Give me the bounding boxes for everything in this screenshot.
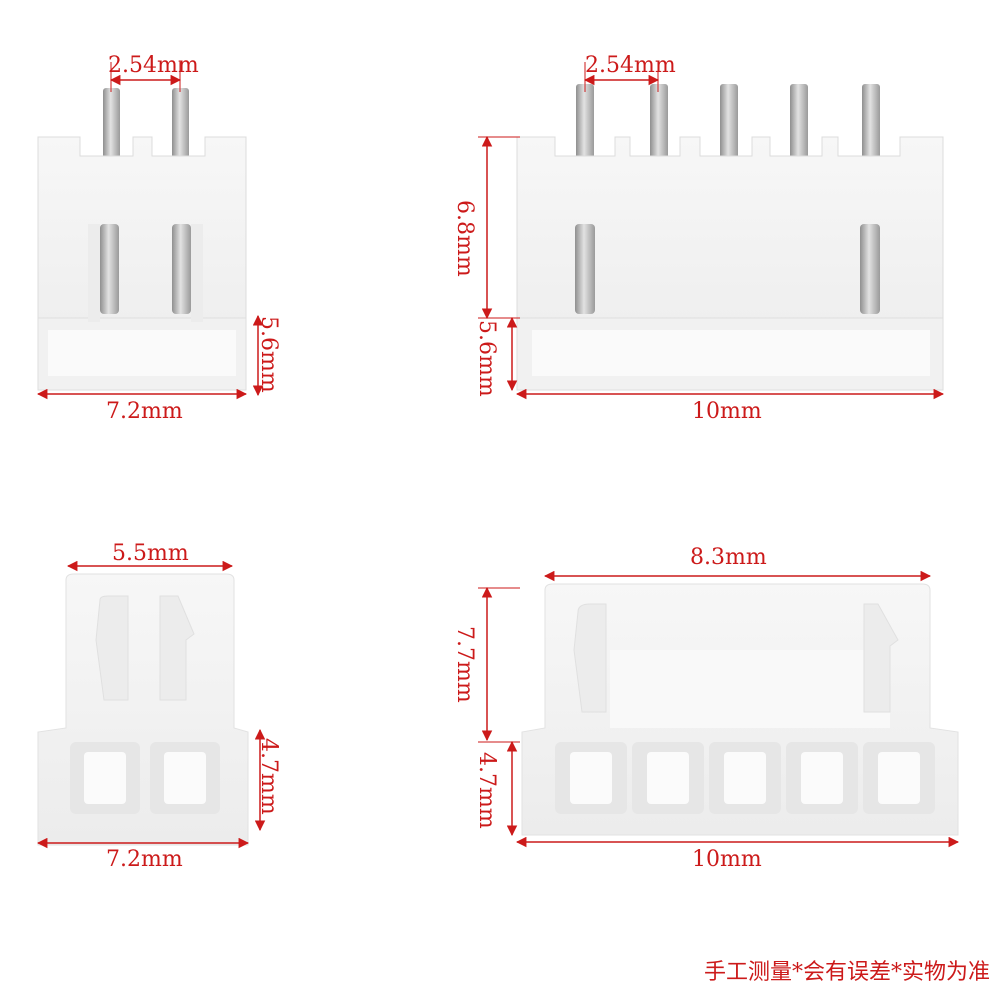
height-label: 5.6mm — [256, 316, 281, 393]
height-label: 5.6mm — [474, 320, 499, 397]
body-height-label: 7.7mm — [452, 626, 477, 703]
pitch-label: 2.54mm — [585, 53, 676, 78]
header-5pin: 2.54mm 6.8mm 5.6mm 10mm — [452, 53, 945, 424]
measurement-disclaimer: 手工测量*会有误差*实物为准 — [703, 960, 990, 985]
top-width-label: 8.3mm — [690, 545, 767, 570]
height-label: 4.7mm — [256, 738, 281, 815]
body-height-label: 6.8mm — [452, 200, 477, 277]
top-width-label: 5.5mm — [112, 541, 189, 566]
pin-icon — [575, 224, 595, 314]
pin-icon — [576, 84, 594, 160]
width-label: 10mm — [692, 847, 762, 872]
housing-2pin: 5.5mm 4.7mm 7.2mm — [36, 541, 281, 872]
pin-icon — [862, 84, 880, 160]
pin-icon — [100, 224, 119, 314]
width-label: 7.2mm — [106, 399, 183, 424]
pin-icon — [650, 84, 668, 160]
housing-5pin: 8.3mm 7.7mm 4.7mm 10mm — [452, 545, 960, 872]
pin-icon — [172, 224, 191, 314]
height-label: 4.7mm — [474, 752, 499, 829]
pin-icon — [790, 84, 808, 160]
pitch-label: 2.54mm — [108, 53, 199, 78]
width-label: 7.2mm — [106, 847, 183, 872]
width-label: 10mm — [692, 399, 762, 424]
header-2pin: 2.54mm 5.6mm 7.2mm — [36, 53, 281, 424]
pin-icon — [720, 84, 738, 160]
pin-icon — [172, 88, 189, 158]
pin-icon — [103, 88, 120, 158]
pin-icon — [860, 224, 880, 314]
